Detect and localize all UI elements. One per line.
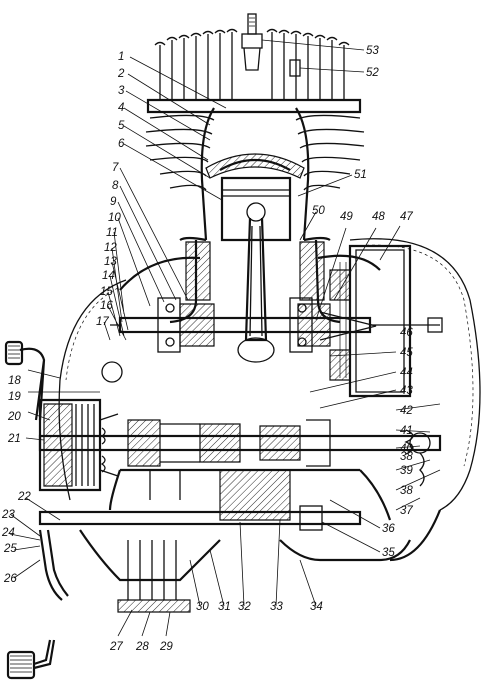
callout-label-13: 13 xyxy=(104,256,117,268)
callout-label-47: 47 xyxy=(400,211,413,223)
callout-label-36: 36 xyxy=(382,523,395,535)
callout-label-28: 28 xyxy=(135,641,149,653)
callout-label-46: 46 xyxy=(400,327,413,339)
callout-label-2: 2 xyxy=(117,68,125,80)
callout-label-18: 18 xyxy=(8,375,21,387)
callout-label-20: 20 xyxy=(7,411,21,423)
callout-label-50: 50 xyxy=(312,205,325,217)
callout-label-48: 48 xyxy=(372,211,385,223)
gearbox-shafts xyxy=(38,419,442,531)
piston-and-connecting-rod xyxy=(220,176,292,363)
right-side-cover xyxy=(349,238,481,511)
callout-label-3: 3 xyxy=(118,85,125,97)
callout-label-19: 19 xyxy=(8,391,21,403)
callout-label-45: 45 xyxy=(400,347,413,359)
callout-label-7: 7 xyxy=(112,162,119,174)
callout-label-16: 16 xyxy=(100,300,113,312)
callout-label-21: 21 xyxy=(7,433,21,445)
crankcase-upper xyxy=(119,236,381,324)
generator-rotor xyxy=(329,244,412,398)
spark-plug xyxy=(241,13,301,77)
callout-label-1: 1 xyxy=(118,51,124,63)
cylinder-barrel xyxy=(145,107,365,241)
callout-label-49: 49 xyxy=(340,211,353,223)
callout-label-33: 33 xyxy=(270,601,283,613)
callout-label-10: 10 xyxy=(108,212,121,224)
crankcase-lower xyxy=(79,468,442,613)
callout-labels: 1234567891011121314151617181920212223242… xyxy=(1,45,413,653)
callout-label-8: 8 xyxy=(112,180,119,192)
callout-label-4: 4 xyxy=(118,102,124,114)
callout-label-43: 43 xyxy=(400,385,413,397)
callout-label-23: 23 xyxy=(1,509,15,521)
callout-label-53: 53 xyxy=(366,45,379,57)
leader-lines xyxy=(9,39,441,637)
clutch-assembly xyxy=(38,361,123,492)
callout-label-15: 15 xyxy=(100,286,113,298)
callout-label-11: 11 xyxy=(106,227,118,239)
callout-label-5: 5 xyxy=(118,120,125,132)
callout-label-32: 32 xyxy=(238,601,251,613)
callout-label-42: 42 xyxy=(400,405,413,417)
callout-label-38: 38 xyxy=(400,485,413,497)
callout-label-14: 14 xyxy=(102,270,115,282)
callout-label-17: 17 xyxy=(96,316,109,328)
callout-label-52: 52 xyxy=(366,67,379,79)
callout-label-24: 24 xyxy=(1,527,15,539)
callout-label-34: 34 xyxy=(310,601,323,613)
callout-label-37: 37 xyxy=(400,505,413,517)
callout-label-26: 26 xyxy=(3,573,17,585)
callout-label-27: 27 xyxy=(109,641,123,653)
callout-label-41: 41 xyxy=(400,425,413,437)
cylinder-head-fins xyxy=(146,28,362,114)
callout-label-44: 44 xyxy=(400,367,413,379)
callout-label-35: 35 xyxy=(382,547,395,559)
callout-label-30: 30 xyxy=(196,601,209,613)
kick-start-lever xyxy=(4,340,69,680)
callout-label-31: 31 xyxy=(218,601,231,613)
crankshaft xyxy=(110,297,443,353)
callout-label-38: 38 xyxy=(400,451,413,463)
callout-label-9: 9 xyxy=(110,196,117,208)
callout-label-51: 51 xyxy=(354,169,367,181)
callout-label-25: 25 xyxy=(3,543,17,555)
callout-label-6: 6 xyxy=(118,138,125,150)
callout-label-12: 12 xyxy=(104,242,117,254)
callout-label-29: 29 xyxy=(159,641,173,653)
callout-label-40: 40 xyxy=(400,443,413,455)
callout-label-39: 39 xyxy=(400,465,413,477)
callout-label-22: 22 xyxy=(17,491,31,503)
